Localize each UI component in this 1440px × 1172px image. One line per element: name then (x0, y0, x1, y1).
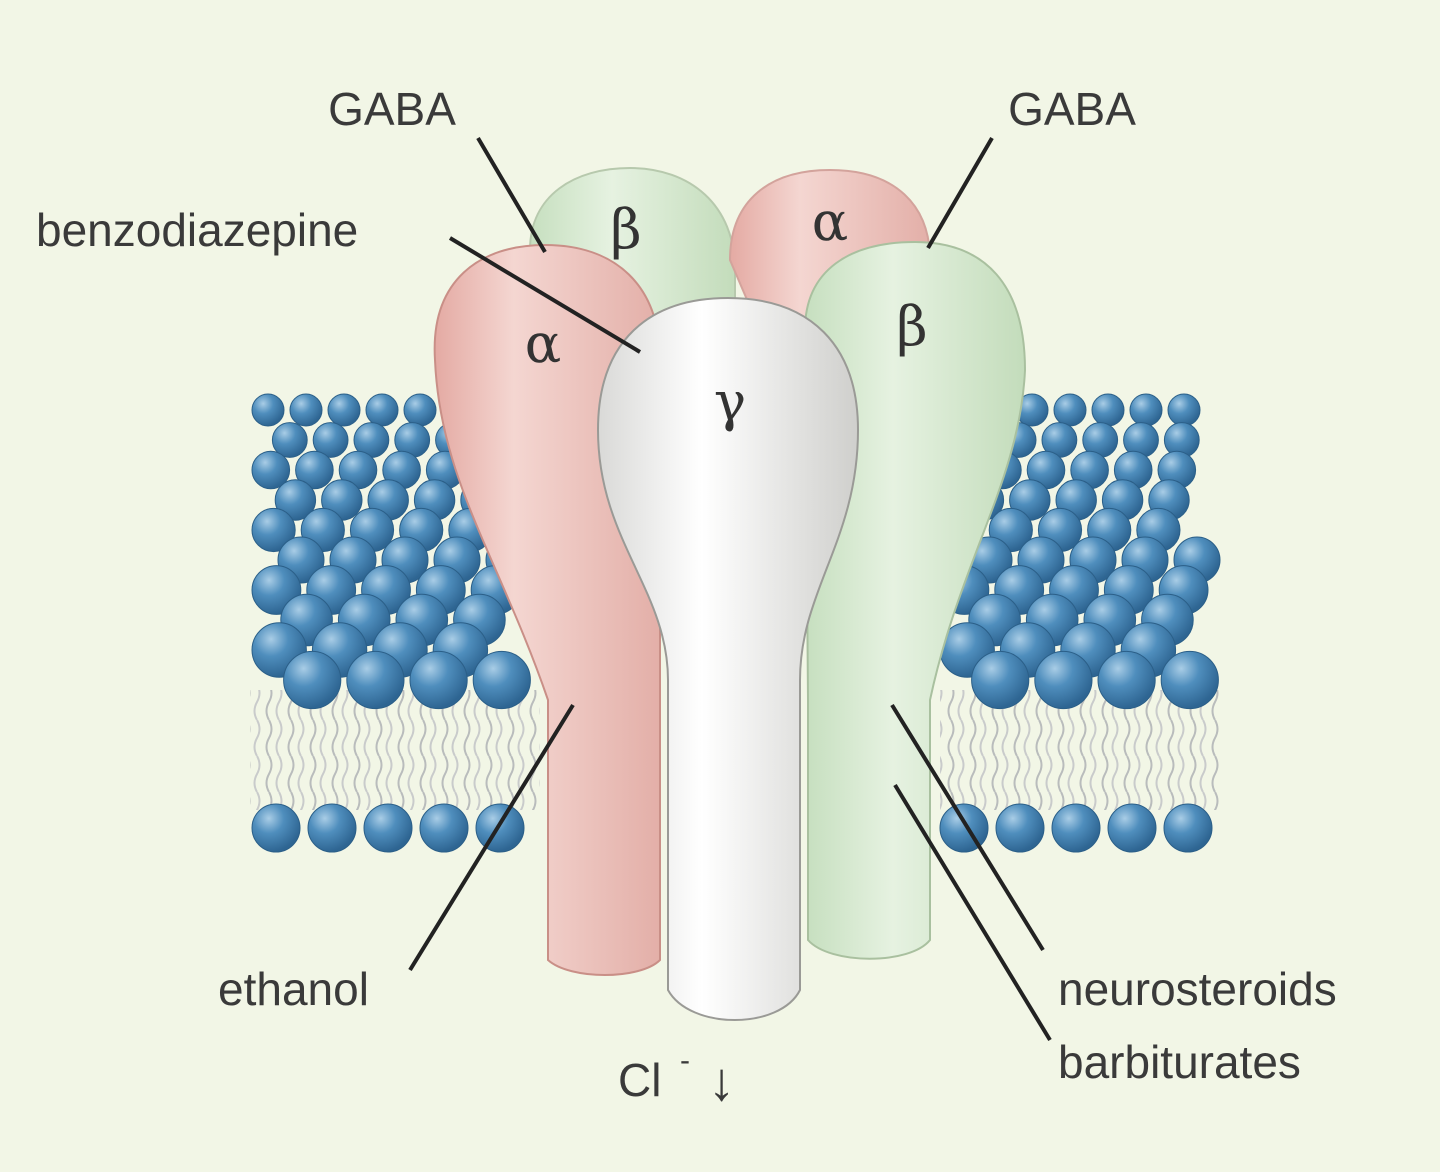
leader-gaba-left (476, 136, 547, 254)
subunit-beta-front-label: β (896, 295, 927, 358)
lipid-tails-left (250, 690, 540, 810)
leader-benzodiazepine (448, 236, 642, 354)
lipid-head (289, 393, 323, 427)
lipid-head (295, 450, 334, 490)
lipid-head (1051, 803, 1101, 853)
leader-neurosteroids (890, 703, 1045, 952)
chloride-flow-label: Cl - ↓ (618, 1044, 735, 1112)
lipid-head (1163, 803, 1213, 853)
lipid-head (1107, 803, 1157, 853)
lipid-head (995, 803, 1045, 853)
subunit-alpha-front-label: α (525, 312, 561, 375)
subunit-beta-back-label: β (610, 198, 641, 261)
lipid-head (251, 803, 301, 853)
lipid-head (365, 393, 399, 427)
lipid-head (1160, 650, 1219, 710)
lipid-head (939, 803, 989, 853)
subunit-alpha-back-label: α (812, 190, 848, 253)
subunit-beta-front: β (803, 240, 1027, 960)
lipid-head (251, 507, 296, 553)
lipid-head (1129, 393, 1163, 427)
leader-gaba-right (926, 136, 994, 250)
lipid-head (403, 393, 437, 427)
label-gaba-right: GABA (1008, 83, 1136, 135)
lipid-head (1053, 393, 1087, 427)
subunit-gamma: γ (596, 296, 860, 1021)
lipid-head (363, 803, 413, 853)
lipid-head (1097, 650, 1156, 710)
chloride-down-arrow-icon: ↓ (708, 1052, 735, 1112)
lipid-head (419, 803, 469, 853)
lipid-head (312, 422, 349, 458)
lipid-tails-right (940, 690, 1220, 810)
lipid-head (271, 422, 308, 458)
label-ethanol: ethanol (218, 963, 369, 1015)
lipid-head (1167, 393, 1201, 427)
lipid-head (409, 650, 468, 710)
lipid-head (346, 650, 405, 710)
lipid-head (1091, 393, 1125, 427)
lipid-head (251, 450, 291, 490)
lipid-head (475, 803, 525, 853)
leader-barbiturates (893, 783, 1052, 1042)
subunit-gamma-label: γ (714, 370, 746, 433)
lipid-head (327, 393, 361, 427)
lipid-head (472, 650, 531, 710)
label-chloride: Cl (618, 1054, 661, 1106)
label-neurosteroids: neurosteroids (1058, 963, 1337, 1015)
label-gaba-left: GABA (328, 83, 456, 135)
label-chloride-charge: - (680, 1044, 690, 1077)
lipid-head (274, 479, 317, 521)
label-benzodiazepine: benzodiazepine (36, 204, 358, 256)
label-barbiturates: barbiturates (1058, 1036, 1301, 1088)
lipid-head (307, 803, 357, 853)
lipid-head (251, 393, 285, 427)
lipid-head (1034, 650, 1093, 710)
leader-ethanol (408, 703, 575, 972)
lipid-head (283, 650, 342, 710)
lipid-head (971, 650, 1030, 710)
